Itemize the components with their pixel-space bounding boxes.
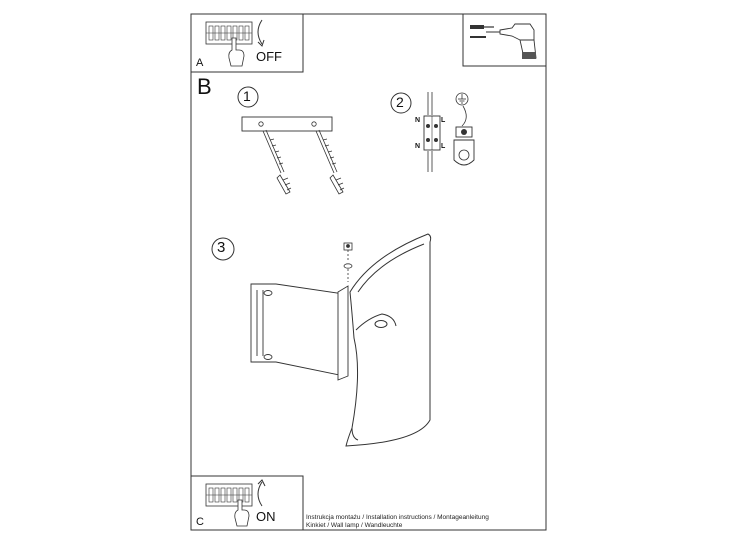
wall-plug-icon: [470, 25, 494, 38]
panel-b-letter: B: [197, 74, 212, 99]
off-arrow-icon: [257, 19, 265, 47]
fuse-box-icon: [205, 21, 253, 45]
hand-icon: [234, 499, 250, 527]
neutral-label-bottom: N: [415, 143, 421, 150]
step-1-circle: [237, 86, 259, 108]
panel-c-frame: [190, 475, 304, 531]
live-label-top: L: [441, 117, 446, 124]
panel-c-letter: C: [196, 516, 204, 528]
tools-frame: [462, 13, 547, 67]
off-label: OFF: [256, 49, 282, 64]
caption-line-1: Instrukcja montażu / Installation instru…: [306, 514, 489, 521]
panel-a-frame: [190, 13, 304, 73]
screw-icon: [343, 242, 353, 282]
mounting-bracket: [250, 283, 349, 381]
live-label-bottom: L: [441, 143, 446, 150]
wall-plug-icon: [276, 174, 345, 195]
fuse-box-icon: [205, 483, 253, 507]
step-1-number: 1: [243, 88, 251, 104]
screw-icon: [262, 129, 338, 174]
panel-a-letter: A: [196, 57, 204, 69]
mounting-rail: [241, 116, 333, 132]
caption-line-2: Kinkiet / Wall lamp / Wandleuchte: [306, 522, 403, 529]
lamp-shade: [345, 233, 432, 447]
drill-icon: [486, 23, 537, 59]
step-2-number: 2: [396, 94, 404, 110]
ground-icon: [453, 92, 475, 166]
terminal-block-icon: [423, 92, 441, 172]
on-arrow-icon: [257, 479, 266, 507]
step-3-circle: [211, 237, 235, 261]
page-frame: [190, 13, 547, 531]
neutral-label-top: N: [415, 117, 421, 124]
on-label: ON: [256, 509, 276, 524]
step-3-number: 3: [217, 239, 226, 256]
hand-icon: [228, 37, 245, 67]
step-2-circle: [390, 92, 412, 114]
